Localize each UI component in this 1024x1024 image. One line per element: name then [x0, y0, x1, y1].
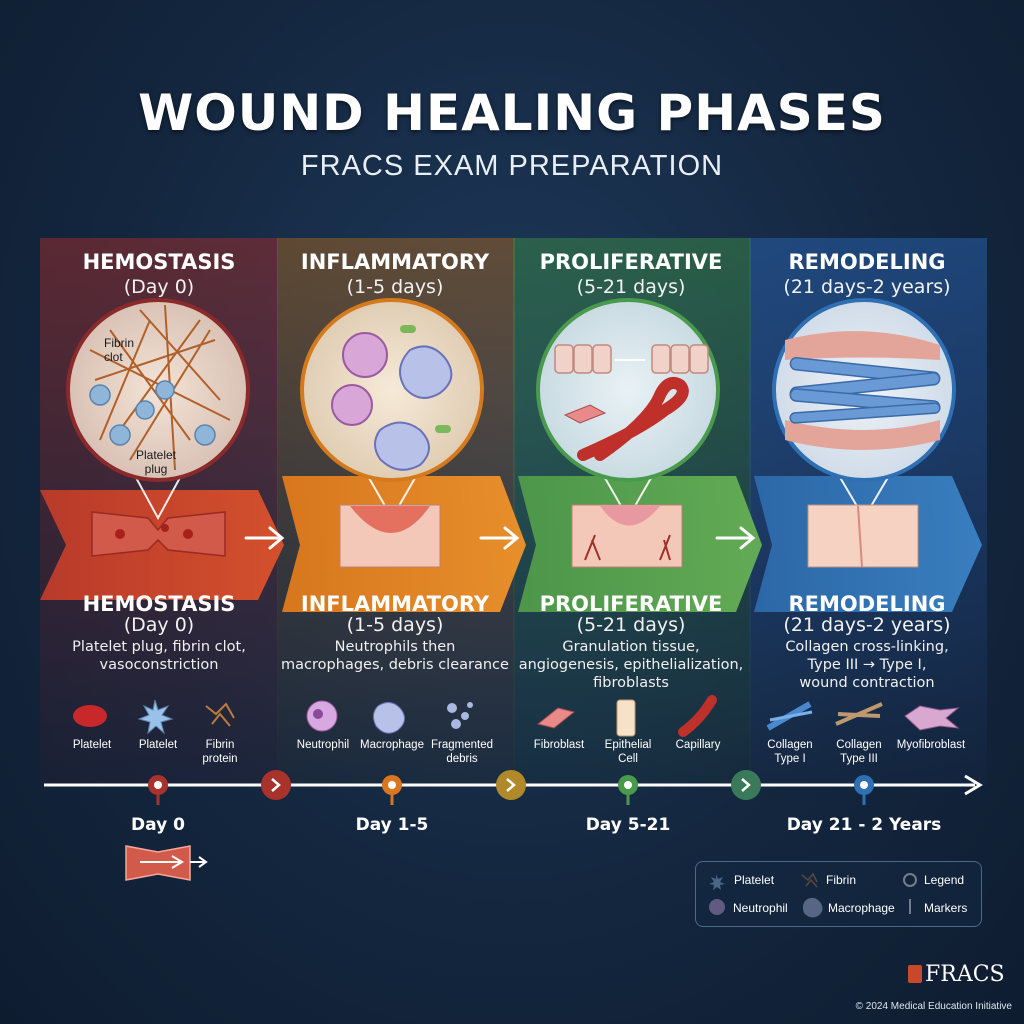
cell-label: Fibroblast	[533, 739, 585, 751]
phase-duration-top-remodeling: (21 days-2 years)	[783, 276, 951, 298]
phase-duration-top-hemostasis: (Day 0)	[123, 276, 195, 298]
legend-item-legend: Legend	[924, 873, 965, 887]
timeline-label-day1-5: Day 1-5	[355, 815, 429, 835]
legend-box	[695, 861, 982, 927]
page-subtitle: FRACS EXAM PREPARATION	[300, 150, 724, 182]
phase-duration-proliferative: (5-21 days)	[576, 614, 686, 636]
page-title: WOUND HEALING PHASES	[138, 84, 886, 142]
phase-duration-inflammatory: (1-5 days)	[346, 614, 444, 636]
copyright-text: © 2024 Medical Education Initiative	[855, 1001, 1012, 1012]
phase-title-hemostasis: HEMOSTASIS	[82, 592, 236, 616]
phase-duration-remodeling: (21 days-2 years)	[783, 614, 951, 636]
tissue-block-inflammatory	[339, 504, 441, 568]
cell-label: Fibrin protein	[202, 739, 238, 765]
timeline-marker-day0	[148, 775, 168, 805]
phase-title-inflammatory: INFLAMMATORY	[300, 592, 490, 616]
legend-item-markers: Markers	[924, 901, 968, 915]
cell-label: Platelet	[72, 739, 112, 751]
platelet-plug-label: Platelet plug	[135, 448, 177, 476]
legend-item-fibrin: Fibrin	[826, 873, 857, 887]
phase-duration-hemostasis: (Day 0)	[123, 614, 195, 636]
vessel-icon	[125, 845, 208, 881]
fracs-logo: FRACS	[908, 962, 1005, 987]
phase-title-top-proliferative: PROLIFERATIVE	[539, 250, 723, 274]
remodeling-circle	[772, 298, 956, 482]
cell-label: Fragmented debris	[430, 739, 493, 765]
phase-duration-top-proliferative: (5-21 days)	[576, 276, 686, 298]
crest-icon	[908, 965, 922, 983]
cell-label: Collagen Type III	[836, 739, 882, 765]
phase-title-remodeling: REMODELING	[788, 592, 946, 616]
legend-item-platelet: Platelet	[734, 873, 775, 887]
hemostasis-circle	[66, 298, 250, 482]
phase-title-top-hemostasis: HEMOSTASIS	[82, 250, 236, 274]
timeline-marker-day21	[854, 775, 874, 805]
phase-desc-proliferative: Granulation tissue,angiogenesis, epithel…	[518, 639, 744, 691]
legend-item-macrophage: Macrophage	[828, 901, 895, 915]
timeline-marker-day5-21	[618, 775, 638, 805]
tissue-block-hemostasis	[91, 511, 226, 557]
tissue-block-remodeling	[807, 504, 919, 568]
proliferative-circle	[536, 298, 720, 482]
cell-label: Epithelial Cell	[604, 739, 652, 765]
phase-title-top-inflammatory: INFLAMMATORY	[300, 250, 490, 274]
timeline-label-day5-21: Day 5-21	[585, 815, 671, 835]
timeline-label-day21: Day 21 - 2 Years	[786, 815, 942, 835]
cell-label: Macrophage	[360, 739, 424, 751]
tissue-block-proliferative	[571, 504, 683, 568]
timeline-label-day0: Day 0	[131, 815, 185, 835]
cell-label: Platelet	[138, 739, 178, 751]
phase-duration-top-inflammatory: (1-5 days)	[346, 276, 444, 298]
cell-label: Neutrophil	[296, 739, 350, 751]
cell-icons	[73, 695, 960, 737]
inflammatory-circle	[300, 298, 484, 482]
fibrin-clot-label: Fibrin clot	[104, 336, 135, 364]
timeline	[44, 770, 983, 805]
phase-title-top-remodeling: REMODELING	[788, 250, 946, 274]
phase-title-proliferative: PROLIFERATIVE	[539, 592, 723, 616]
phase-desc-remodeling: Collagen cross-linking,Type III → Type I…	[785, 639, 949, 691]
legend-item-neutrophil: Neutrophil	[733, 901, 788, 915]
cell-label: Myofibroblast	[896, 739, 966, 751]
phase-desc-hemostasis: Platelet plug, fibrin clot,vasoconstrict…	[72, 639, 246, 673]
timeline-marker-day1-5	[382, 775, 402, 805]
cell-label: Capillary	[675, 739, 721, 751]
cell-label: Collagen Type I	[767, 739, 813, 765]
